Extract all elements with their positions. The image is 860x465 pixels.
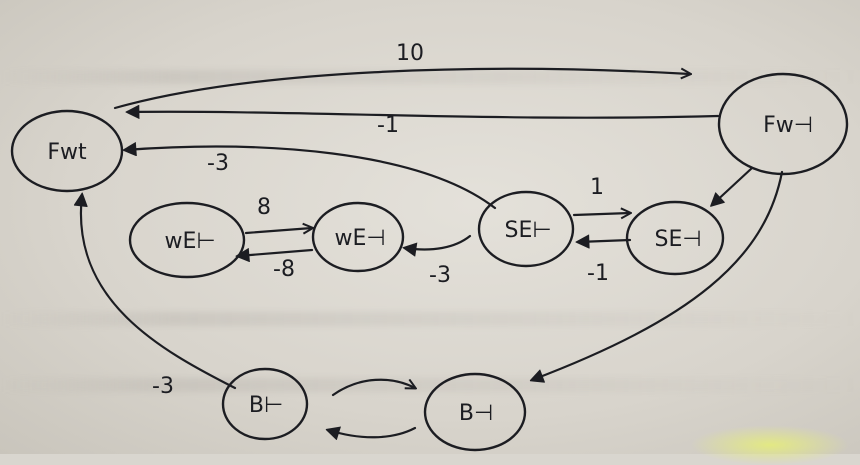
node-circle-wetmid [311, 201, 405, 273]
node-label-wetmid: wE⊣ [334, 226, 385, 251]
edge-btright-to-btleft [328, 428, 417, 437]
node-label-btleft: B⊢ [249, 393, 283, 418]
edge-fwright-to-setright [712, 166, 754, 205]
edge-bt-to-fwt [81, 195, 237, 390]
node-circle-wetleft [128, 201, 246, 279]
edge-label-bt-to-fwt: -3 [152, 374, 174, 399]
node-label-fwt: Fwt [47, 140, 87, 165]
node-label-wetleft: wE⊢ [164, 229, 215, 254]
edge-label-wet-back: -8 [273, 257, 295, 282]
edge-fwt-to-fwright [113, 69, 690, 110]
edge-label-set-back: -1 [587, 261, 609, 286]
edge-set-to-setright [572, 213, 630, 215]
node-label-setleft: SE⊢ [504, 218, 551, 243]
edge-set-to-wetmid [405, 234, 472, 250]
edge-label-set-forward: 1 [590, 175, 604, 200]
node-circle-btright [423, 372, 527, 452]
edge-fwright-to-bright [532, 170, 784, 380]
edge-label-set-to-wet: -3 [429, 263, 451, 288]
state-diagram: Fwt Fw⊣ wE⊢ wE⊣ SE⊢ SE⊣ B⊢ B⊣ 10 -1 -3 8… [10, 41, 849, 452]
edge-setright-to-set [578, 240, 632, 242]
node-circle-btleft [221, 367, 309, 441]
edge-btleft-to-btright [331, 378, 415, 397]
edge-label-top-forward: 10 [396, 41, 424, 66]
edge-label-set-to-fwt: -3 [207, 151, 229, 176]
node-circle-setleft [477, 190, 575, 268]
node-circle-fwright [717, 72, 849, 176]
edge-wetleft-to-wetmid [244, 228, 312, 233]
edge-fwright-to-fwt [128, 112, 720, 118]
paper-texture-line [0, 70, 860, 84]
paper-texture-line [0, 312, 860, 326]
node-label-btright: B⊣ [459, 401, 493, 426]
edge-set-to-fwt [125, 147, 497, 210]
paper-texture-line [0, 378, 860, 392]
node-circle-fwt [10, 109, 124, 193]
edge-label-wet-forward: 8 [257, 195, 271, 220]
node-label-setright: SE⊣ [654, 227, 701, 252]
node-circle-setright [625, 200, 725, 276]
edge-wetmid-to-wetleft [238, 250, 314, 256]
node-label-fwright: Fw⊣ [763, 113, 813, 138]
edge-label-top-back: -1 [377, 113, 399, 138]
